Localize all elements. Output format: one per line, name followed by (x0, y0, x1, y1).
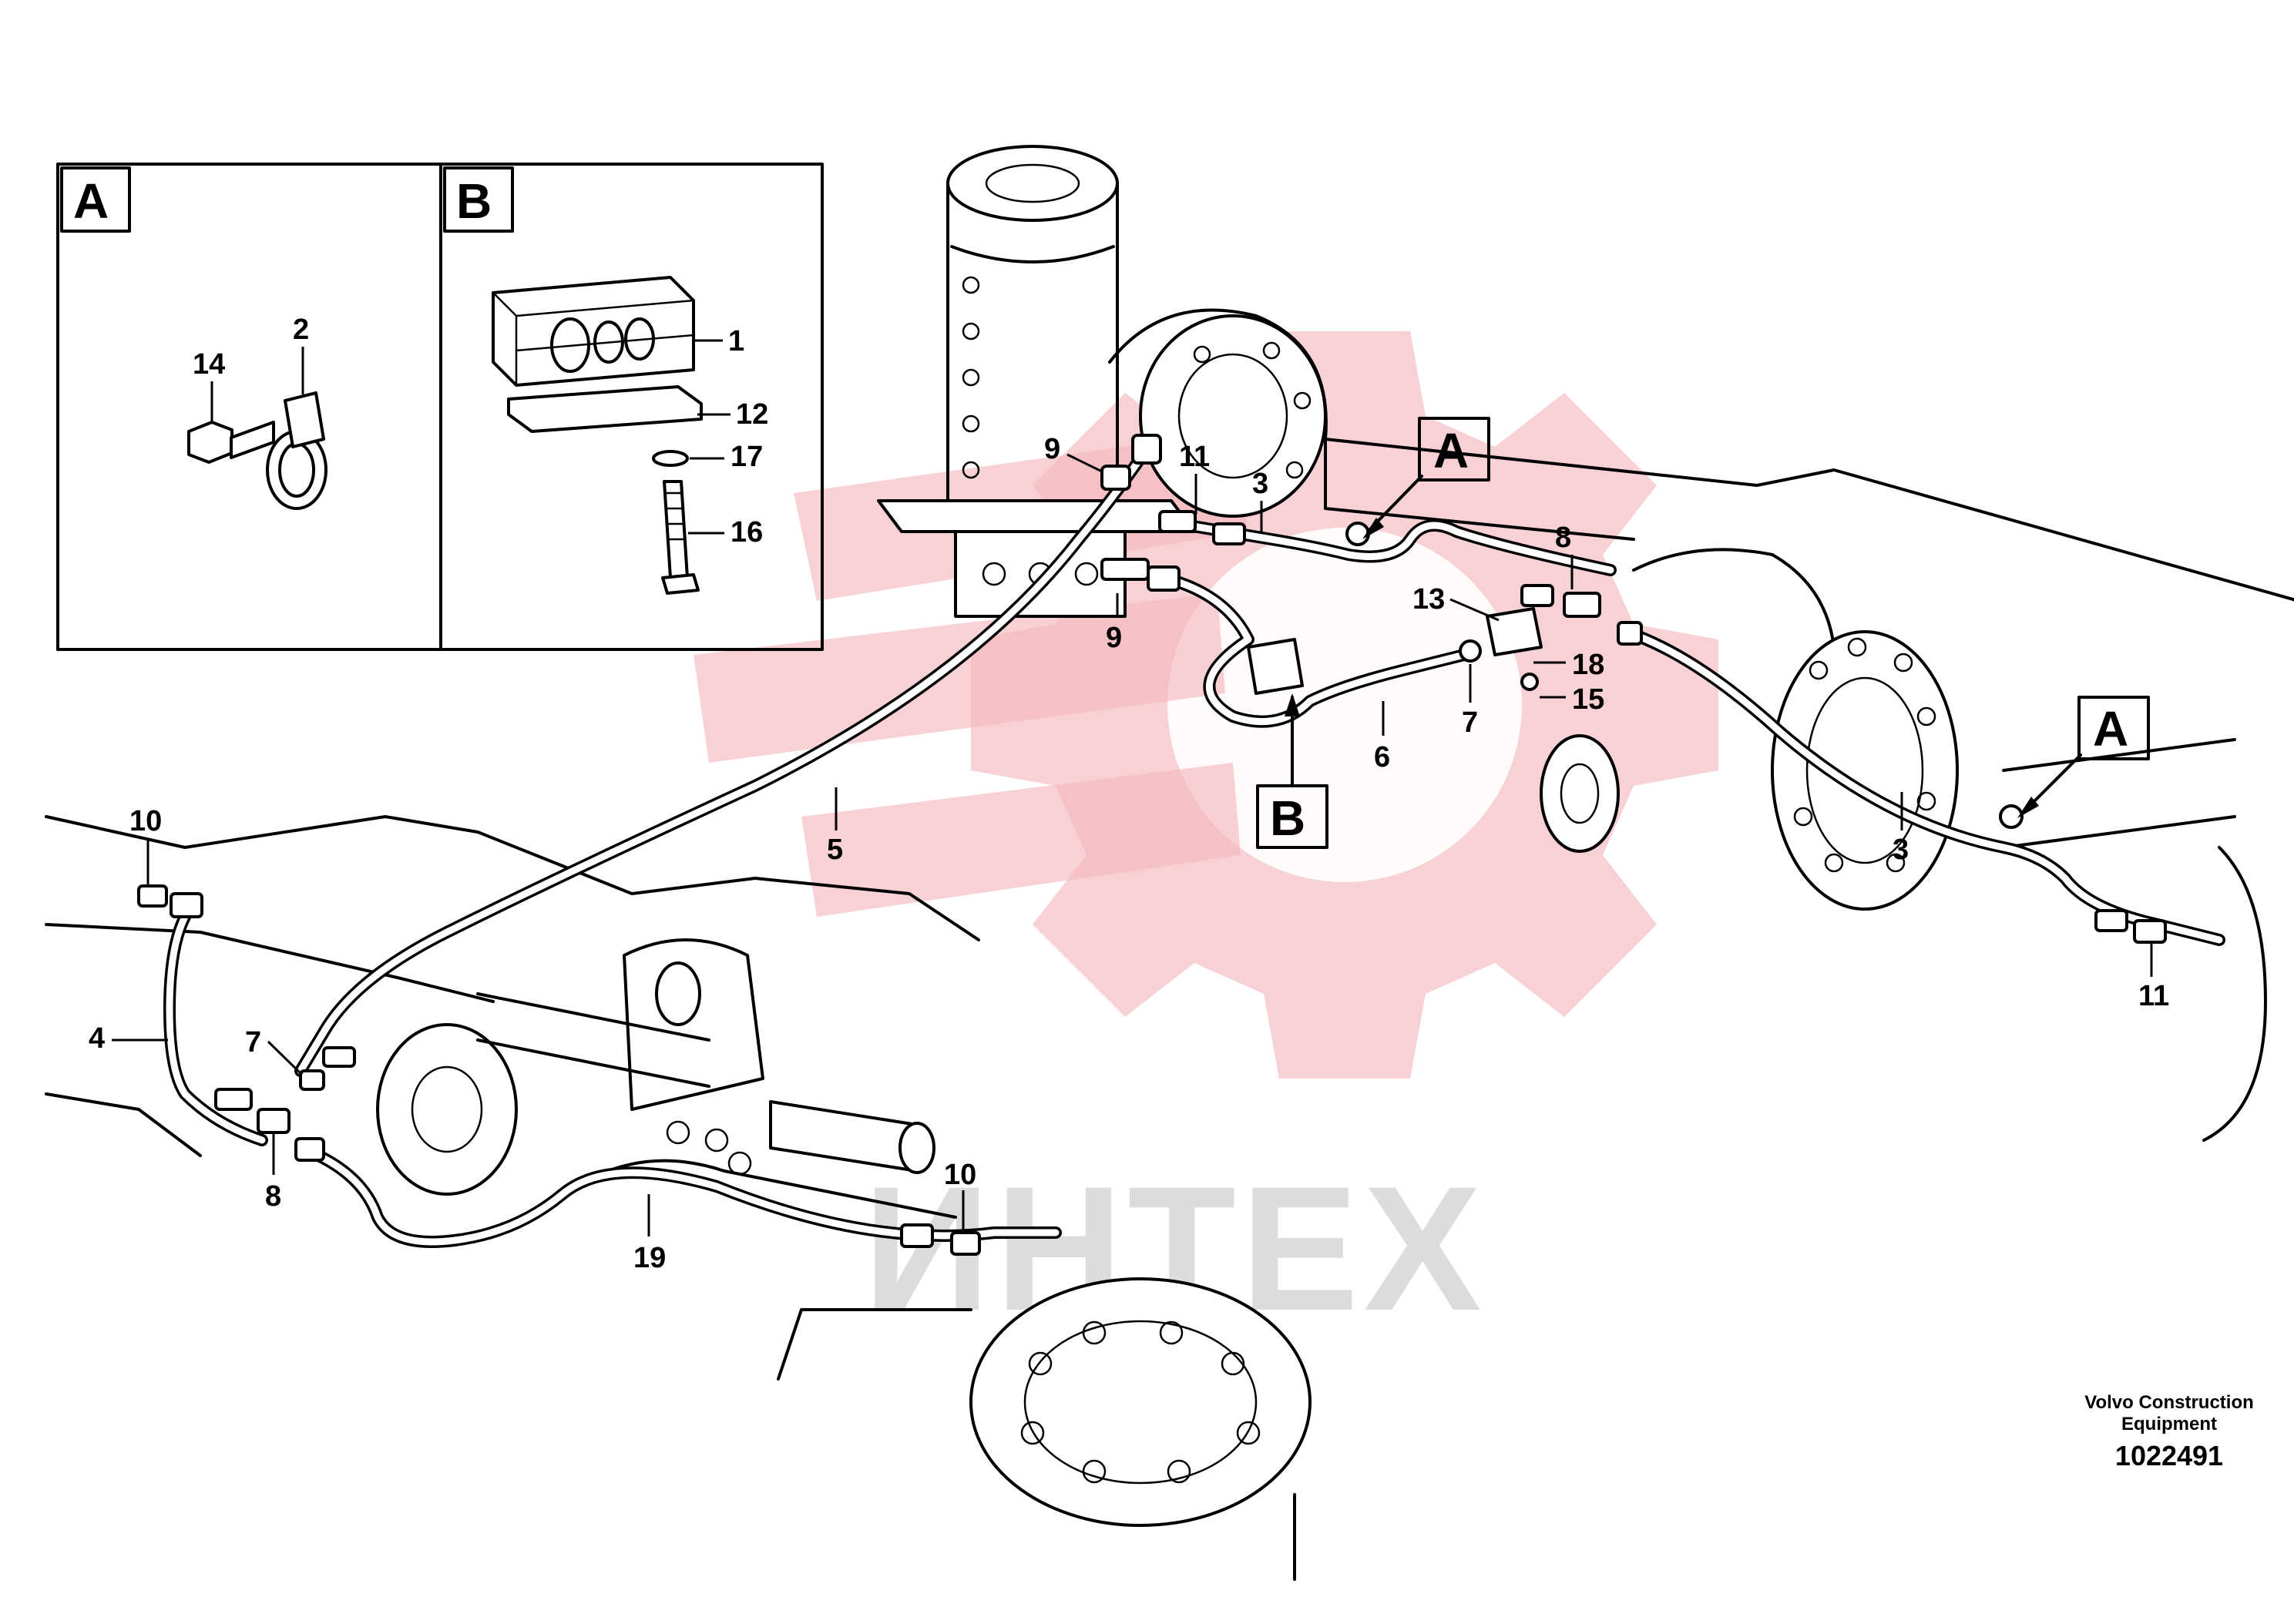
callout-10-bottom: 10 (944, 1159, 976, 1191)
callout-13: 13 (1412, 583, 1445, 616)
long-bolt-icon (661, 480, 700, 595)
bolt-icon (187, 421, 275, 464)
washer-icon (652, 450, 689, 467)
view-marker-a-right: A (2017, 696, 2150, 818)
callout-9-mid: 9 (1106, 622, 1122, 654)
svg-text:B: B (1270, 790, 1305, 846)
swivel-joint (877, 145, 1196, 618)
callout-3-right: 3 (1893, 834, 1909, 866)
callout-8-right: 8 (1555, 522, 1571, 554)
callout-6: 6 (1374, 741, 1390, 773)
callout-4: 4 (89, 1022, 105, 1055)
callout-7-left: 7 (245, 1026, 261, 1059)
callout-17: 17 (731, 441, 763, 473)
detail-b-letter: B (456, 173, 492, 229)
front-axle (45, 815, 980, 1219)
callout-10-left: 10 (129, 805, 162, 837)
svg-text:A: A (2093, 701, 2128, 757)
callout-11-right: 11 (2138, 980, 2169, 1012)
callout-8-left: 8 (265, 1180, 281, 1213)
detail-frame-b: B (439, 163, 824, 651)
callout-5: 5 (827, 834, 843, 866)
callout-19: 19 (633, 1242, 666, 1274)
view-marker-b: B (1256, 693, 1328, 849)
front-wheel-hub (777, 1277, 1312, 1581)
callout-11-top: 11 (1179, 441, 1210, 473)
callout-16: 16 (731, 516, 763, 549)
callout-7-right: 7 (1462, 706, 1478, 739)
callout-1: 1 (728, 325, 744, 357)
rear-axle (1108, 308, 2294, 1142)
clamp-block-icon (492, 276, 695, 387)
callout-12: 12 (736, 398, 768, 431)
callout-9-top: 9 (1044, 433, 1060, 465)
manufacturer-line1: Volvo Construction (2084, 1392, 2254, 1413)
callout-15: 15 (1572, 683, 1604, 716)
view-marker-a-top: A (1362, 417, 1490, 539)
drawing-number: 1022491 (2115, 1440, 2223, 1471)
detail-a-letter: A (73, 173, 109, 229)
callout-14: 14 (193, 348, 225, 381)
hose-fittings (137, 434, 2167, 1256)
hose-assembly (163, 441, 2225, 1248)
hose-clamp-icon (266, 391, 327, 510)
manufacturer-line2: Equipment (2121, 1414, 2217, 1434)
plate-icon (507, 385, 703, 433)
callout-2: 2 (293, 314, 309, 346)
callout-18: 18 (1572, 649, 1604, 681)
svg-text:A: A (1433, 423, 1469, 478)
detail-frame-a: A (56, 163, 442, 651)
callout-3-top: 3 (1252, 468, 1268, 500)
